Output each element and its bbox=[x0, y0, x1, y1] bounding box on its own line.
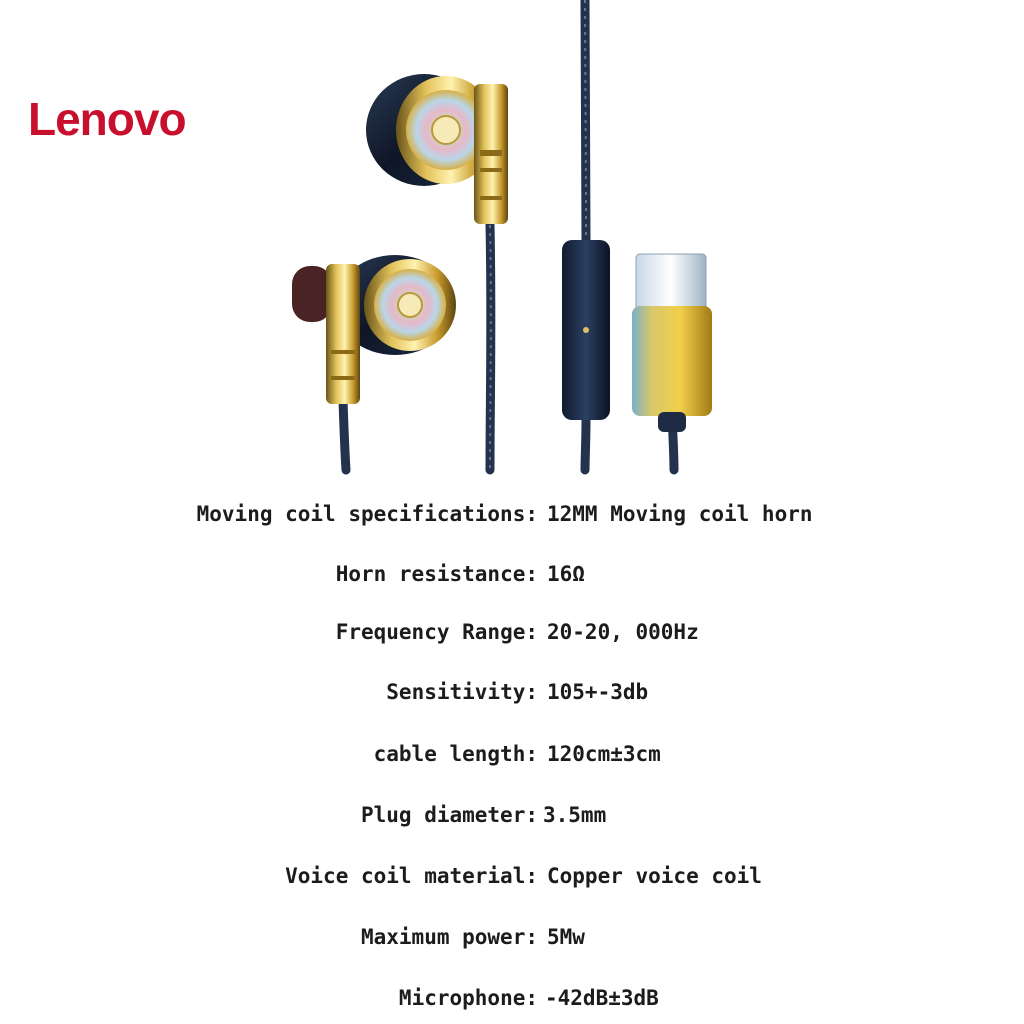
spec-label: Voice coil material: bbox=[285, 864, 538, 888]
brand-logo: Lenovo bbox=[28, 93, 187, 145]
spec-value: 120cm±3cm bbox=[547, 742, 661, 766]
spec-label: Moving coil specifications: bbox=[196, 502, 538, 526]
spec-value: 3.5mm bbox=[543, 803, 607, 827]
spec-value: 5Mw bbox=[547, 925, 585, 949]
spec-row: cable length: 120cm±3cm bbox=[0, 742, 1024, 782]
spec-value: 20-20, 000Hz bbox=[547, 620, 699, 644]
cable bbox=[338, 0, 679, 475]
earbud-left bbox=[292, 255, 456, 404]
spec-label: Frequency Range: bbox=[335, 620, 538, 644]
spec-label: Horn resistance: bbox=[335, 562, 538, 586]
inline-microphone bbox=[562, 240, 610, 420]
spec-label: Sensitivity: bbox=[386, 680, 538, 704]
spec-row: Sensitivity: 105+-3db bbox=[0, 680, 1024, 720]
type-c-plug bbox=[632, 253, 712, 432]
earbud-right bbox=[366, 74, 508, 224]
spec-value: 16Ω bbox=[547, 562, 585, 586]
spec-label: cable length: bbox=[373, 742, 538, 766]
spec-row: Frequency Range: 20-20, 000Hz bbox=[0, 620, 1024, 660]
spec-row: Microphone: -42dB±3dB bbox=[0, 986, 1024, 1024]
spec-label: Maximum power: bbox=[360, 925, 538, 949]
spec-value: -42dB±3dB bbox=[545, 986, 659, 1010]
spec-row: Maximum power: 5Mw bbox=[0, 925, 1024, 965]
spec-value: 105+-3db bbox=[547, 680, 649, 704]
spec-label: Plug diameter: bbox=[360, 803, 538, 827]
spec-row: Horn resistance: 16Ω bbox=[0, 562, 1024, 602]
spec-row: Plug diameter: 3.5mm bbox=[0, 803, 1024, 843]
spec-row: Voice coil material: Copper voice coil bbox=[0, 864, 1024, 904]
spec-value: 12MM Moving coil horn bbox=[547, 502, 813, 526]
spec-label: Microphone: bbox=[398, 986, 538, 1010]
spec-value: Copper voice coil bbox=[547, 864, 762, 888]
spec-row: Moving coil specifications: 12MM Moving … bbox=[0, 502, 1024, 542]
earphones-product-image bbox=[292, 0, 712, 475]
